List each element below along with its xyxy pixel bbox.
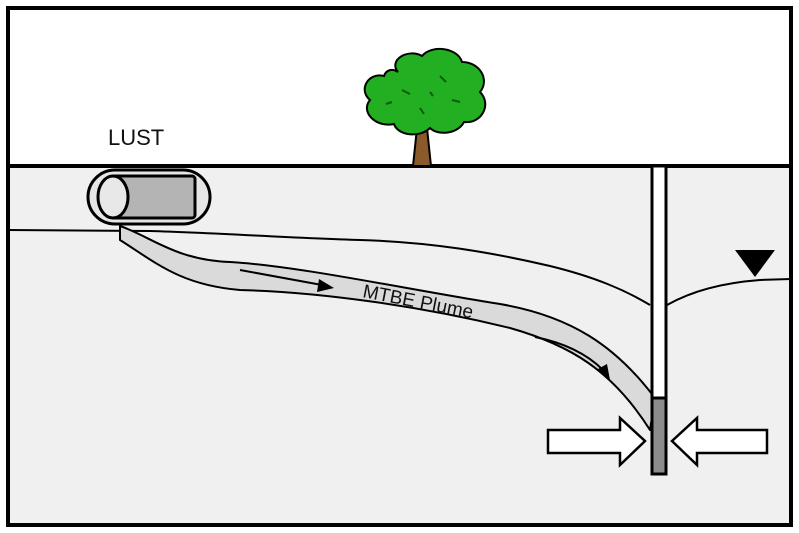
water-table-line bbox=[7, 229, 651, 306]
arrow-right-icon bbox=[546, 415, 647, 468]
tree-foliage bbox=[363, 47, 487, 136]
flow-arrow-1 bbox=[239, 269, 323, 286]
tank-label: LUST bbox=[108, 125, 164, 150]
tank-end-cap bbox=[96, 174, 130, 220]
triangle-down-icon bbox=[735, 250, 775, 277]
well-casing bbox=[650, 164, 668, 402]
flow-arrowhead-1 bbox=[317, 279, 334, 292]
mtbe-plume bbox=[119, 225, 656, 431]
diagram-frame bbox=[6, 6, 793, 527]
tree-icon bbox=[363, 47, 487, 167]
flow-arrow-2 bbox=[534, 336, 604, 371]
arrow-left-icon bbox=[670, 415, 769, 468]
flow-arrowhead-2 bbox=[598, 364, 610, 380]
water-table-line-right bbox=[666, 278, 792, 306]
well-screen bbox=[650, 396, 668, 476]
tree-foliage-detail bbox=[385, 75, 461, 115]
